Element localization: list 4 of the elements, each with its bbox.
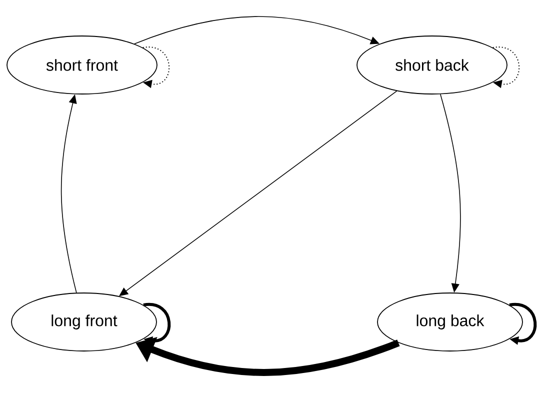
self-loop-arrow — [492, 46, 520, 88]
self-loop-arrow — [509, 303, 537, 345]
self-loop-arrow — [143, 303, 171, 345]
self-loop-arrow — [142, 46, 170, 88]
